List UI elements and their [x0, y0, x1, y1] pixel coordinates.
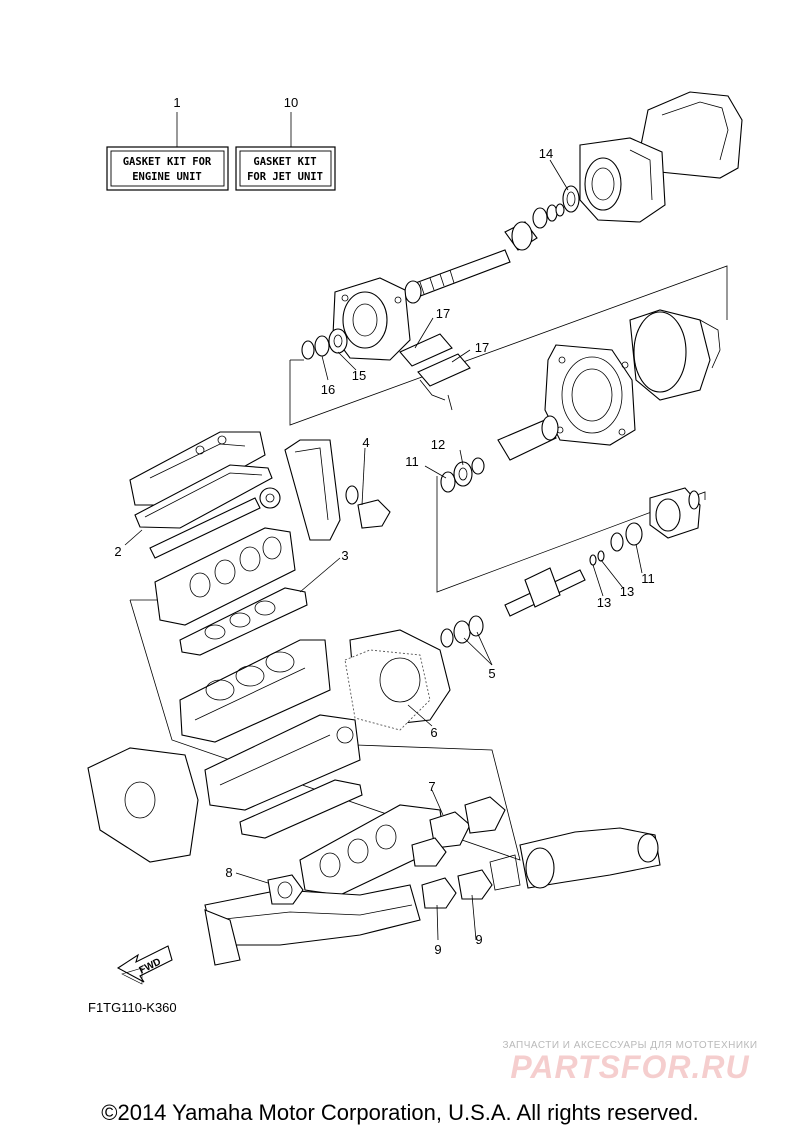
- seal-pair-12-11: [440, 457, 485, 493]
- head-gasket: [179, 587, 308, 656]
- callout-6: 6: [430, 725, 437, 740]
- kit-jet-line1: GASKET KIT: [253, 156, 316, 168]
- callout-17a: 17: [436, 306, 450, 321]
- impeller-shaft: [404, 203, 565, 304]
- cylinder-head: [154, 527, 296, 626]
- callout-2: 2: [114, 544, 121, 559]
- cover-plate-gaskets: [399, 333, 471, 411]
- kit-jet-line2: FOR JET UNIT: [247, 171, 323, 183]
- callout-1: 1: [173, 95, 180, 110]
- cylinder-block: [179, 639, 331, 743]
- callout-11a: 11: [405, 454, 419, 469]
- jet-pump-nozzle: [579, 91, 743, 223]
- copyright-notice: ©2014 Yamaha Motor Corporation, U.S.A. A…: [101, 1100, 699, 1125]
- watermark-logo: PARTSFOR.RU: [510, 1049, 750, 1085]
- jet-seal-ring: [562, 185, 580, 213]
- seal-ring-right: [610, 522, 643, 552]
- callout-9b: 9: [475, 932, 482, 947]
- drive-shaft-coupler: [497, 415, 559, 461]
- head-cover-gasket: [134, 464, 273, 529]
- output-seals: [440, 615, 484, 648]
- callout-14: 14: [539, 146, 553, 161]
- generator-cover: [344, 629, 451, 731]
- watermark: ЗАПЧАСТИ И АКСЕССУАРЫ ДЛЯ МОТОТЕХНИКИ PA…: [470, 1040, 790, 1086]
- kit-box-jet: 10 GASKET KIT FOR JET UNIT: [235, 95, 336, 191]
- callout-5: 5: [488, 666, 495, 681]
- callout-7: 7: [428, 779, 435, 794]
- impeller-housing: [332, 277, 411, 361]
- callout-10: 10: [284, 95, 298, 110]
- exhaust-gasket-8: [267, 874, 304, 905]
- callout-4: 4: [362, 435, 369, 450]
- figure-code: F1TG110-K360: [88, 1000, 177, 1015]
- kit-engine-line2: ENGINE UNIT: [132, 171, 202, 183]
- crankcase: [204, 714, 361, 811]
- exhaust-gaskets-9: [421, 869, 493, 909]
- oil-pan-gasket: [239, 779, 363, 839]
- fwd-arrow: FWD: [116, 945, 173, 985]
- callout-3: 3: [341, 548, 348, 563]
- kit-engine-line1: GASKET KIT FOR: [123, 156, 212, 168]
- callout-8: 8: [225, 865, 232, 880]
- callout-13a: 13: [620, 584, 634, 599]
- callout-leaders: [124, 159, 643, 941]
- engine-side-cover: [87, 747, 199, 863]
- callout-17b: 17: [475, 340, 489, 355]
- callout-12: 12: [431, 437, 445, 452]
- water-lock-muffler: [489, 827, 661, 891]
- intermediate-housing-gasket: [544, 344, 636, 446]
- watermark-tagline: ЗАПЧАСТИ И АКСЕССУАРЫ ДЛЯ МОТОТЕХНИКИ: [502, 1040, 758, 1051]
- camshaft: [149, 487, 281, 559]
- water-pump: [345, 485, 391, 529]
- callout-9a: 9: [434, 942, 441, 957]
- exhaust-gaskets-7: [411, 796, 506, 867]
- timing-chain: [284, 439, 341, 541]
- drive-shaft-lower: [504, 550, 605, 617]
- assembly-lines: [129, 265, 728, 861]
- exhaust-pipe: [204, 884, 421, 966]
- callout-15: 15: [352, 368, 366, 383]
- callout-16: 16: [321, 382, 335, 397]
- callout-numbers: 2 3 4 5 6 7 8 9 9 11 11 12 13 13 14 15 1…: [114, 146, 654, 957]
- bearing-housing-right: [649, 487, 701, 539]
- callout-11b: 11: [641, 571, 655, 586]
- cylinder-head-cover: [129, 431, 266, 506]
- callout-13b: 13: [597, 595, 611, 610]
- kit-box-engine: 1 GASKET KIT FOR ENGINE UNIT: [106, 95, 229, 191]
- jet-intake-duct: [629, 309, 721, 401]
